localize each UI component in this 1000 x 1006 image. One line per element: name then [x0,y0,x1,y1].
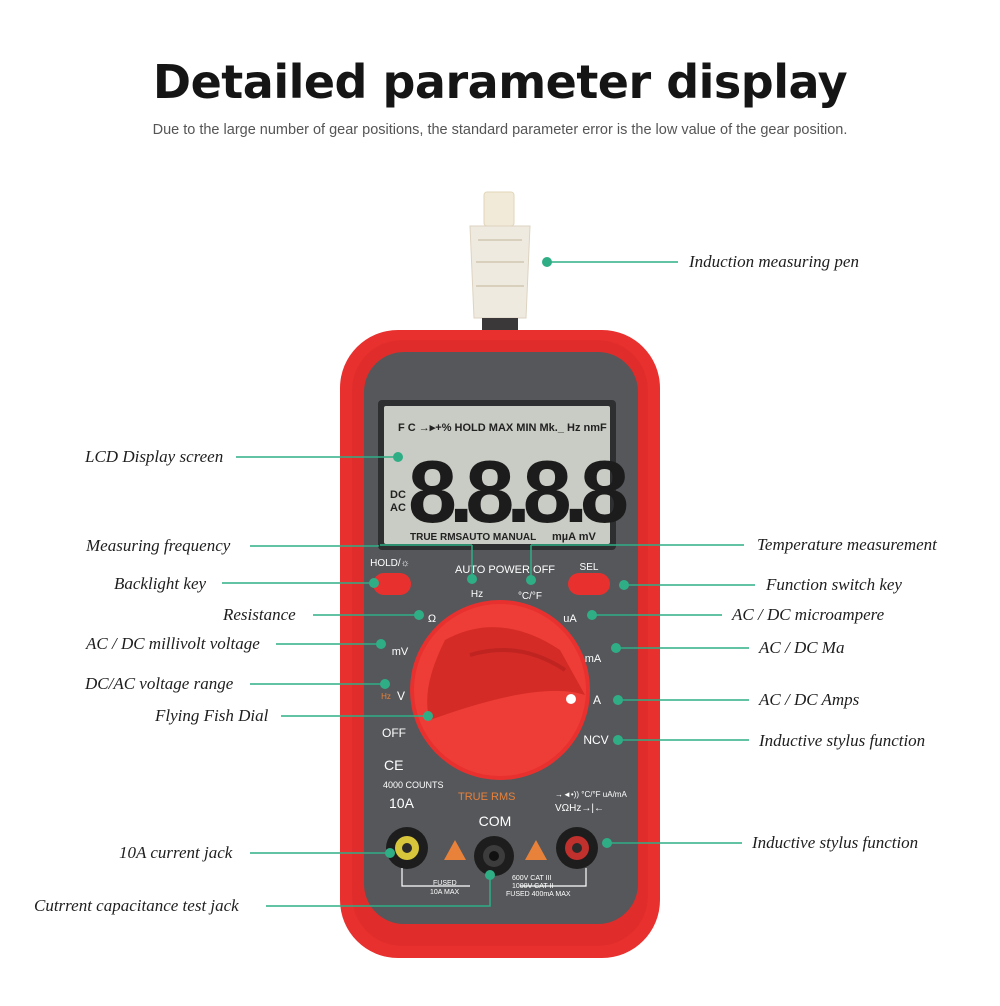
sel-label: SEL [580,562,599,573]
fused2-label: FUSED 400mA MAX [506,891,571,898]
cat2-label: 1000V CAT II [512,883,553,890]
callout-lcd: LCD Display screen [85,447,224,466]
callout-dots [369,257,629,880]
right-symbols: →◄•)) °C/°F uA/mA [555,790,627,799]
ohm-label: Ω [428,613,436,625]
callout-capacitance-jack: Cutrrent capacitance test jack [34,896,239,915]
callout-function-switch: Function switch key [766,575,902,594]
true-rms-label: TRUE RMS [458,791,515,803]
callout-millivolt: AC / DC millivolt voltage [86,634,260,653]
callout-induction-pen: Induction measuring pen [689,252,859,271]
page-subtitle: Due to the large number of gear position… [152,122,848,138]
callout-resistance: Resistance [223,605,296,624]
off-label: OFF [382,726,406,740]
com-label: COM [479,813,512,829]
lcd-top-row: F C →▸+% HOLD MAX MIN Mk._ Hz nmF [398,422,607,434]
v-label: V [397,689,405,703]
callout-10a-jack: 10A current jack [119,843,233,862]
lcd-true-rms: TRUE RMS [410,532,463,543]
ten-a-max-label: 10A MAX [430,889,460,896]
callout-temperature: Temperature measurement [757,535,937,554]
cat1-label: 600V CAT III [512,875,551,882]
callout-frequency: Measuring frequency [86,536,231,555]
fused-label: FUSED [433,880,457,887]
jack-v[interactable] [556,827,598,869]
callout-backlight: Backlight key [114,574,207,593]
jack-com[interactable] [474,836,514,876]
warning-icon [525,840,547,860]
ten-a-label: 10A [389,795,415,811]
lcd-auto-manual: AUTO MANUAL [462,532,536,543]
right-symbols-2: VΩHz→|← [555,803,604,814]
ce-mark: CE [384,757,403,773]
ma-label: mA [585,653,602,665]
hold-label: HOLD/☼ [370,558,410,569]
counts-label: 4000 COUNTS [383,780,444,790]
callout-amps: AC / DC Amps [759,690,860,709]
temp-unit-label: °C/°F [518,591,542,602]
lcd-ac: AC [390,502,406,514]
induction-pen [469,191,531,336]
lcd-dc: DC [390,489,406,501]
ncv-label: NCV [583,733,608,747]
a-label: A [593,693,601,707]
sel-button[interactable]: SEL [568,562,610,595]
lcd-display: F C →▸+% HOLD MAX MIN Mk._ Hz nmF 8.8.8.… [378,400,635,550]
callout-voltage-range: DC/AC voltage range [85,674,234,693]
ua-label: uA [563,613,577,625]
lcd-units: mµA mV [552,531,596,543]
hold-button[interactable]: HOLD/☼ [370,558,411,595]
page-title: Detailed parameter display [152,55,848,109]
callout-ncv-stylus: Inductive stylus function [759,731,926,750]
hz-label: Hz [471,589,483,600]
callout-ma: AC / DC Ma [759,638,845,657]
rotary-dial[interactable] [410,600,590,780]
warning-icon [444,840,466,860]
callout-v-jack-stylus: Inductive stylus function [752,833,919,852]
callout-lines [222,261,755,907]
callout-microampere: AC / DC microampere [732,605,885,624]
mv-label: mV [392,646,409,658]
jack-10a[interactable] [386,827,428,869]
hz-small-label: Hz [381,692,391,701]
auto-power-off-label: AUTO POWER OFF [455,564,555,576]
callout-dial: Flying Fish Dial [155,706,269,725]
lcd-digits: 8.8.8.8 [408,442,627,541]
